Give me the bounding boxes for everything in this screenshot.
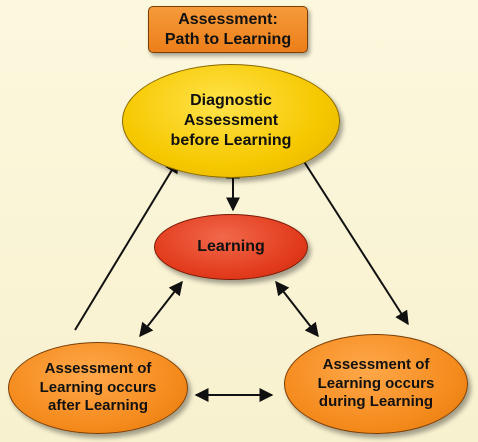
after-line-2: Learning occurs — [39, 378, 157, 396]
after-line-1: Assessment of — [44, 359, 152, 377]
node-diagnostic-assessment: Diagnostic Assessment before Learning — [122, 64, 340, 178]
node-learning: Learning — [154, 214, 308, 280]
during-line-2: Learning occurs — [317, 374, 435, 392]
arrow-learning-after — [139, 280, 183, 338]
arrow-learning-during — [275, 280, 319, 338]
during-line-1: Assessment of — [322, 355, 430, 373]
arrow-diagnostic-to-during — [302, 159, 409, 326]
node-assessment-after: Assessment of Learning occurs after Lear… — [8, 342, 188, 434]
during-line-3: during Learning — [318, 393, 434, 411]
diagnostic-line-1: Diagnostic — [190, 92, 272, 109]
title-box: Assessment: Path to Learning — [148, 6, 308, 53]
after-line-3: after Learning — [47, 397, 149, 415]
title-line-2: Path to Learning — [164, 30, 292, 48]
diagnostic-line-3: before Learning — [170, 132, 292, 149]
title-line-1: Assessment: — [178, 10, 278, 28]
node-assessment-during: Assessment of Learning occurs during Lea… — [284, 334, 468, 434]
arrow-after-to-diagnostic — [74, 158, 179, 331]
learning-label: Learning — [197, 238, 265, 255]
diagnostic-line-2: Assessment — [183, 112, 279, 129]
